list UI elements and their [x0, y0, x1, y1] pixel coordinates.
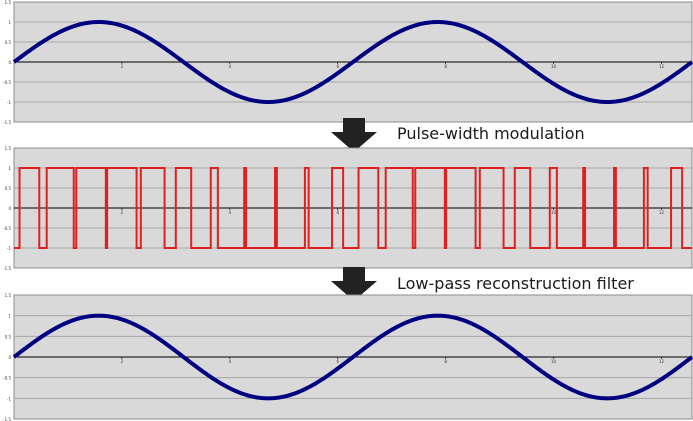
input-sine-plot: 1.5 1 0.5 0 -0.5 -1 -1.5 2 4 6 8 10 12	[3, 0, 693, 124]
y-tick-label: 1.5	[5, 0, 12, 5]
y-tick-label: 0	[8, 206, 11, 211]
x-tick-label: 8	[444, 359, 447, 364]
y-tick-label: 1.5	[5, 146, 12, 151]
x-tick-label: 6	[336, 359, 339, 364]
down-arrow-icon	[331, 267, 377, 301]
x-tick-label: 12	[659, 359, 665, 364]
y-tick-label: -1.5	[3, 417, 11, 421]
output-sine-plot: 1.5 1 0.5 0 -0.5 -1 -1.5 2 4 6 8 10 12	[3, 293, 693, 421]
x-tick-label: 4	[229, 359, 232, 364]
y-tick-label: -1	[7, 396, 11, 401]
x-tick-label: 4	[229, 64, 232, 69]
x-tick-label: 2	[121, 359, 124, 364]
y-tick-label: 1.5	[5, 293, 12, 298]
y-tick-label: 1	[8, 314, 11, 319]
input-sine-line	[12, 20, 693, 104]
y-tick-label: 0.5	[5, 40, 12, 45]
pwm-signal-line	[14, 167, 692, 249]
y-tick-label: 0	[8, 60, 11, 65]
x-tick-label: 12	[659, 210, 665, 215]
down-arrow-icon	[331, 118, 377, 152]
x-tick-label: 6	[336, 210, 339, 215]
x-tick-label: 10	[551, 64, 557, 69]
y-tick-label: 1	[8, 20, 11, 25]
pwm-label: Pulse-width modulation	[397, 124, 585, 143]
y-tick-label: -0.5	[3, 80, 11, 85]
y-tick-label: -1.5	[3, 266, 11, 270]
down-arrow-shape	[331, 118, 377, 152]
y-tick-label: -1	[7, 100, 11, 105]
x-tick-label: 6	[336, 64, 339, 69]
x-tick-label: 10	[551, 359, 557, 364]
x-tick-label: 12	[659, 64, 665, 69]
y-tick-label: 1	[8, 166, 11, 171]
y-tick-label: -1.5	[3, 120, 11, 124]
y-tick-label: -0.5	[3, 376, 11, 381]
x-tick-label: 2	[121, 64, 124, 69]
output-sine-chart: 1.5 1 0.5 0 -0.5 -1 -1.5 2 4 6 8 10 12	[0, 293, 693, 421]
input-sine-chart: 1.5 1 0.5 0 -0.5 -1 -1.5 2 4 6 8 10 12	[0, 0, 693, 124]
x-tick-label: 4	[229, 210, 232, 215]
y-tick-label: -1	[7, 246, 11, 251]
y-tick-label: 0.5	[5, 186, 12, 191]
x-tick-label: 8	[444, 64, 447, 69]
down-arrow-shape	[331, 267, 377, 301]
x-tick-label: 2	[121, 210, 124, 215]
y-tick-label: 0.5	[5, 334, 12, 339]
output-sine-line	[12, 313, 693, 401]
y-tick-label: 0	[8, 355, 11, 360]
filter-label: Low-pass reconstruction filter	[397, 274, 634, 293]
y-tick-label: -0.5	[3, 226, 11, 231]
x-tick-label: 10	[551, 210, 557, 215]
